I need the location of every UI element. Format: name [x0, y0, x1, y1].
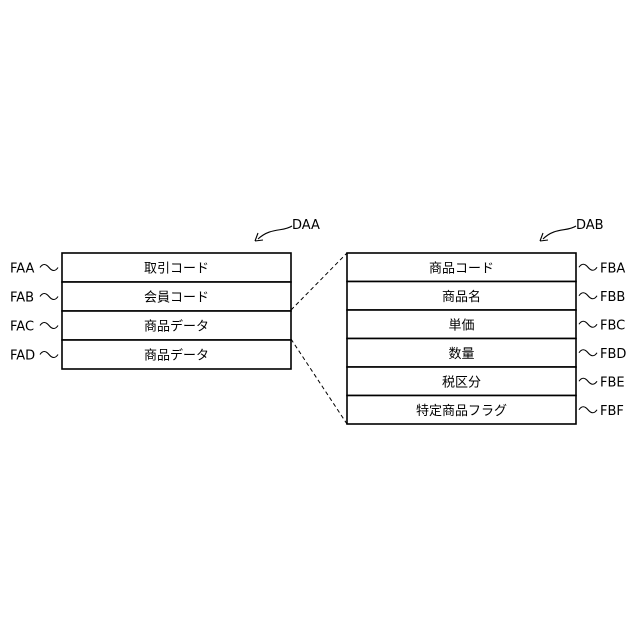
row-leader-line: [40, 323, 58, 329]
right-table-ref-arrowhead: [540, 233, 548, 241]
left-table: 取引コード FAA 会員コード FAB 商品データ FAC 商品データ FAD: [10, 253, 291, 369]
left-table-ref-arrowhead: [255, 233, 263, 241]
right-table: 商品コード FBA 商品名 FBB 単価 FBC 数量 FBD 税区分 FBE 特定商品フラグ FBF: [347, 253, 626, 424]
table-cell-text: 商品名: [442, 289, 481, 305]
row-label: FBF: [600, 404, 624, 419]
row-leader-line: [579, 321, 597, 327]
row-leader-line: [40, 265, 58, 271]
right-table-ref: DAB: [576, 218, 604, 233]
row-leader-line: [579, 407, 597, 413]
expansion-line-top: [291, 253, 347, 310]
left-table-ref: DAA: [292, 218, 320, 233]
left-table-ref-arrow: [258, 226, 292, 239]
row-label: FBC: [600, 318, 625, 333]
row-leader-line: [579, 293, 597, 299]
expansion-line-bottom: [291, 339, 347, 424]
row-label: FBD: [600, 347, 626, 362]
row-label: FAB: [10, 291, 34, 306]
table-cell-text: 会員コード: [144, 291, 209, 306]
row-label: FBE: [600, 375, 625, 390]
row-leader-line: [40, 352, 58, 358]
row-label: FAC: [10, 320, 34, 335]
table-cell-text: 取引コード: [144, 262, 209, 277]
table-cell-text: 税区分: [442, 375, 481, 390]
table-cell-text: 特定商品フラグ: [416, 404, 507, 419]
row-leader-line: [579, 378, 597, 384]
table-cell-text: 数量: [448, 347, 474, 362]
row-label: FAA: [10, 262, 35, 277]
table-cell-text: 商品データ: [144, 319, 209, 335]
table-cell-text: 商品データ: [144, 348, 209, 364]
table-cell-text: 商品コード: [429, 261, 494, 276]
row-label: FBB: [600, 290, 625, 305]
table-cell-text: 単価: [448, 317, 474, 333]
row-label: FAD: [10, 349, 35, 364]
row-leader-line: [579, 264, 597, 270]
right-table-ref-arrow: [543, 226, 576, 239]
row-label: FBA: [600, 261, 625, 276]
row-leader-line: [579, 350, 597, 356]
row-leader-line: [40, 294, 58, 300]
